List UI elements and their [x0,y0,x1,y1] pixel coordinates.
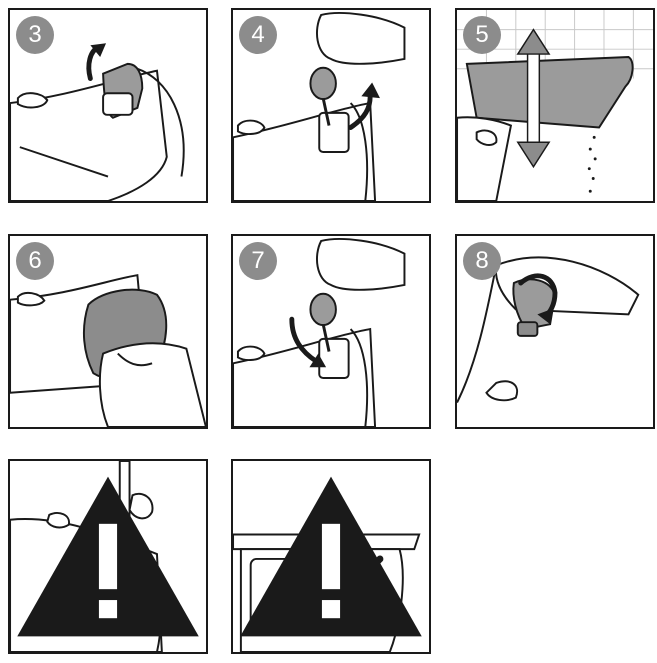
warning-triangle-icon [17,476,199,637]
step-5-panel: 5 [455,8,655,203]
warning-2-panel [231,459,431,654]
rotate-close-arrow-icon [518,273,558,325]
shake-up-down-arrows-icon [516,28,551,169]
step-8-panel: 8 [455,234,655,429]
step-6-illustration [10,274,206,427]
rotate-arrow-icon [86,43,107,82]
step-7-panel: 7 [231,234,431,429]
step-3-illustration [10,43,185,201]
step-number-badge: 7 [239,242,277,280]
step-4-panel: 4 [231,8,431,203]
pull-up-arrow-icon [348,82,380,130]
step-3-panel: 3 [8,8,208,203]
step-number-badge: 6 [16,242,54,280]
step-8-illustration [457,256,640,403]
step-6-panel: 6 [8,234,208,429]
step-number-badge: 4 [239,16,277,54]
step-7-illustration [233,238,406,427]
insert-down-arrow-icon [289,316,327,368]
step-4-illustration [233,12,406,201]
step-number-badge: 5 [463,16,501,54]
warning-triangle-icon [240,476,422,637]
warning-1-panel [8,459,208,654]
step-number-badge: 3 [16,16,54,54]
step-number-badge: 8 [463,242,501,280]
